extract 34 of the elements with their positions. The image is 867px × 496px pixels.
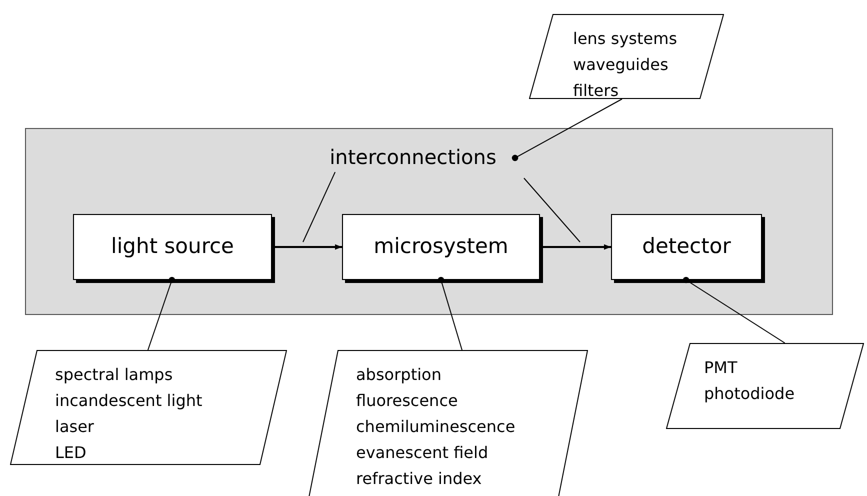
- list-item: PMT: [704, 357, 738, 379]
- list-item: spectral lamps: [55, 364, 174, 386]
- list-item: laser: [55, 416, 96, 438]
- leader-line: [682, 276, 786, 344]
- arrow: [540, 244, 611, 250]
- list-item: photodiode: [704, 383, 795, 405]
- leader-line: [512, 98, 623, 162]
- box-label: detector: [642, 233, 731, 260]
- note-parallelogram: [308, 350, 588, 496]
- list-item: refractive index: [356, 468, 483, 490]
- leader-line: [147, 276, 176, 350]
- list-item: filters: [573, 80, 620, 102]
- system-panel: [25, 128, 833, 315]
- process-box: [611, 214, 762, 280]
- box-label: microsystem: [374, 233, 508, 260]
- leader-line: [438, 276, 462, 350]
- list-item: evanescent field: [356, 442, 490, 464]
- box-label: light source: [111, 233, 234, 260]
- leader-line: [302, 172, 336, 242]
- list-item: LED: [55, 442, 88, 464]
- note-parallelogram: [529, 14, 724, 99]
- leader-line: [523, 178, 580, 242]
- list-item: waveguides: [573, 54, 670, 76]
- list-item: chemiluminescence: [356, 416, 516, 438]
- list-item: fluorescence: [356, 390, 459, 412]
- list-item: lens systems: [573, 28, 678, 50]
- list-item: incandescent light: [55, 390, 202, 412]
- note-parallelogram: [666, 343, 864, 429]
- process-box: [73, 214, 272, 280]
- arrow: [272, 244, 342, 250]
- process-box: [342, 214, 540, 280]
- note-parallelogram: [10, 350, 287, 465]
- node-label: interconnections: [330, 144, 496, 171]
- list-item: absorption: [356, 364, 442, 386]
